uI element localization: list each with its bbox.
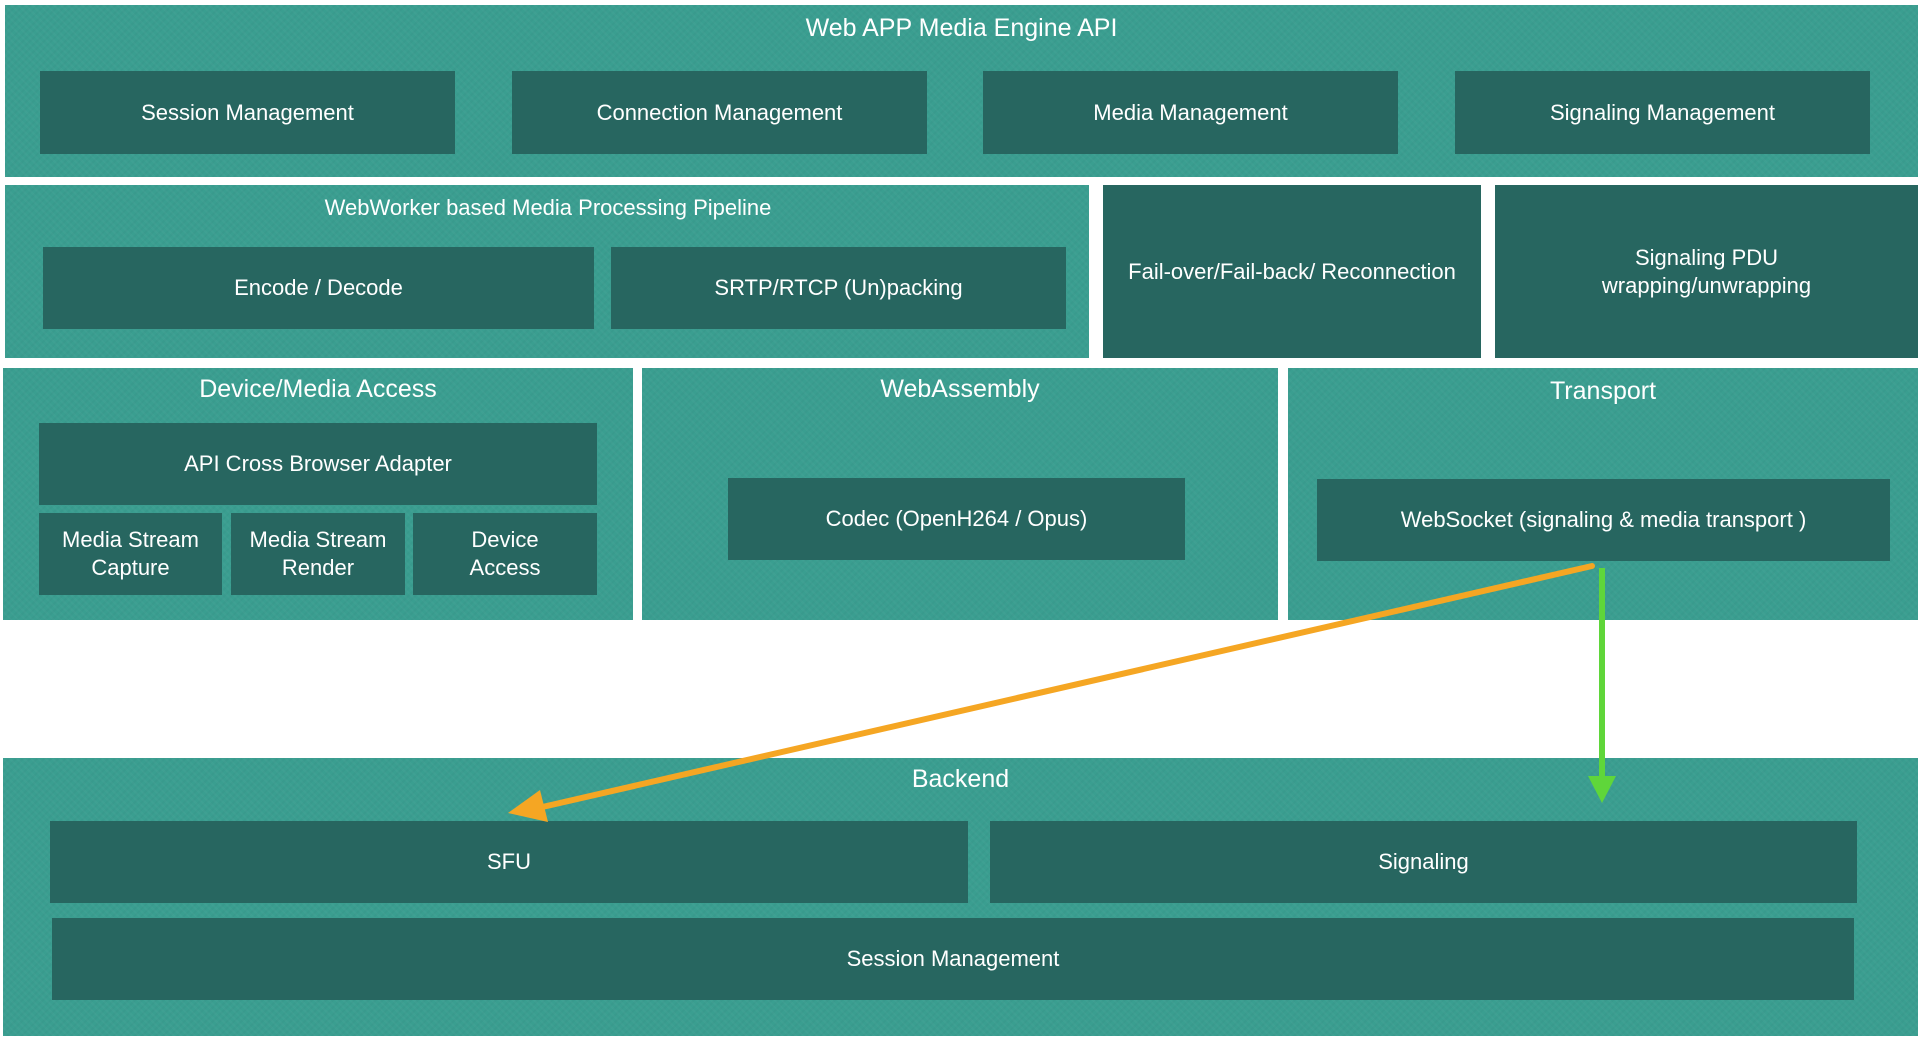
codec-box: Codec (OpenH264 / Opus) <box>728 478 1185 560</box>
api-layer-title: Web APP Media Engine API <box>805 14 1118 42</box>
websocket-box: WebSocket (signaling & media transport ) <box>1317 479 1890 561</box>
media-management-box: Media Management <box>983 71 1398 154</box>
device-access-box: Device Access <box>413 513 597 595</box>
sfu-box: SFU <box>50 821 968 903</box>
transport-title: Transport <box>1549 377 1657 405</box>
webassembly-panel: WebAssembly Codec (OpenH264 / Opus) <box>642 368 1278 620</box>
transport-panel: Transport WebSocket (signaling & media t… <box>1288 368 1918 620</box>
media-stream-capture-box: Media Stream Capture <box>39 513 222 595</box>
connection-management-box: Connection Management <box>512 71 927 154</box>
backend-panel: Backend SFU Signaling Session Management <box>3 758 1918 1036</box>
device-access-panel: Device/Media Access API Cross Browser Ad… <box>3 368 633 620</box>
media-stream-render-box: Media Stream Render <box>231 513 405 595</box>
session-management-box: Session Management <box>40 71 455 154</box>
backend-signaling-box: Signaling <box>990 821 1857 903</box>
api-cross-browser-adapter-box: API Cross Browser Adapter <box>39 423 597 505</box>
srtp-rtcp-box: SRTP/RTCP (Un)packing <box>611 247 1066 329</box>
backend-title: Backend <box>911 765 1010 793</box>
failover-box: Fail-over/Fail-back/ Reconnection <box>1103 185 1481 358</box>
pipeline-title: WebWorker based Media Processing Pipelin… <box>324 195 772 220</box>
signaling-pdu-box: Signaling PDU wrapping/unwrapping <box>1495 185 1918 358</box>
signaling-management-box: Signaling Management <box>1455 71 1870 154</box>
device-access-title: Device/Media Access <box>199 375 437 403</box>
encode-decode-box: Encode / Decode <box>43 247 594 329</box>
backend-session-management-box: Session Management <box>52 918 1854 1000</box>
pipeline-panel: WebWorker based Media Processing Pipelin… <box>5 185 1089 358</box>
api-layer-panel: Web APP Media Engine API Session Managem… <box>5 5 1918 177</box>
webassembly-title: WebAssembly <box>880 375 1040 403</box>
